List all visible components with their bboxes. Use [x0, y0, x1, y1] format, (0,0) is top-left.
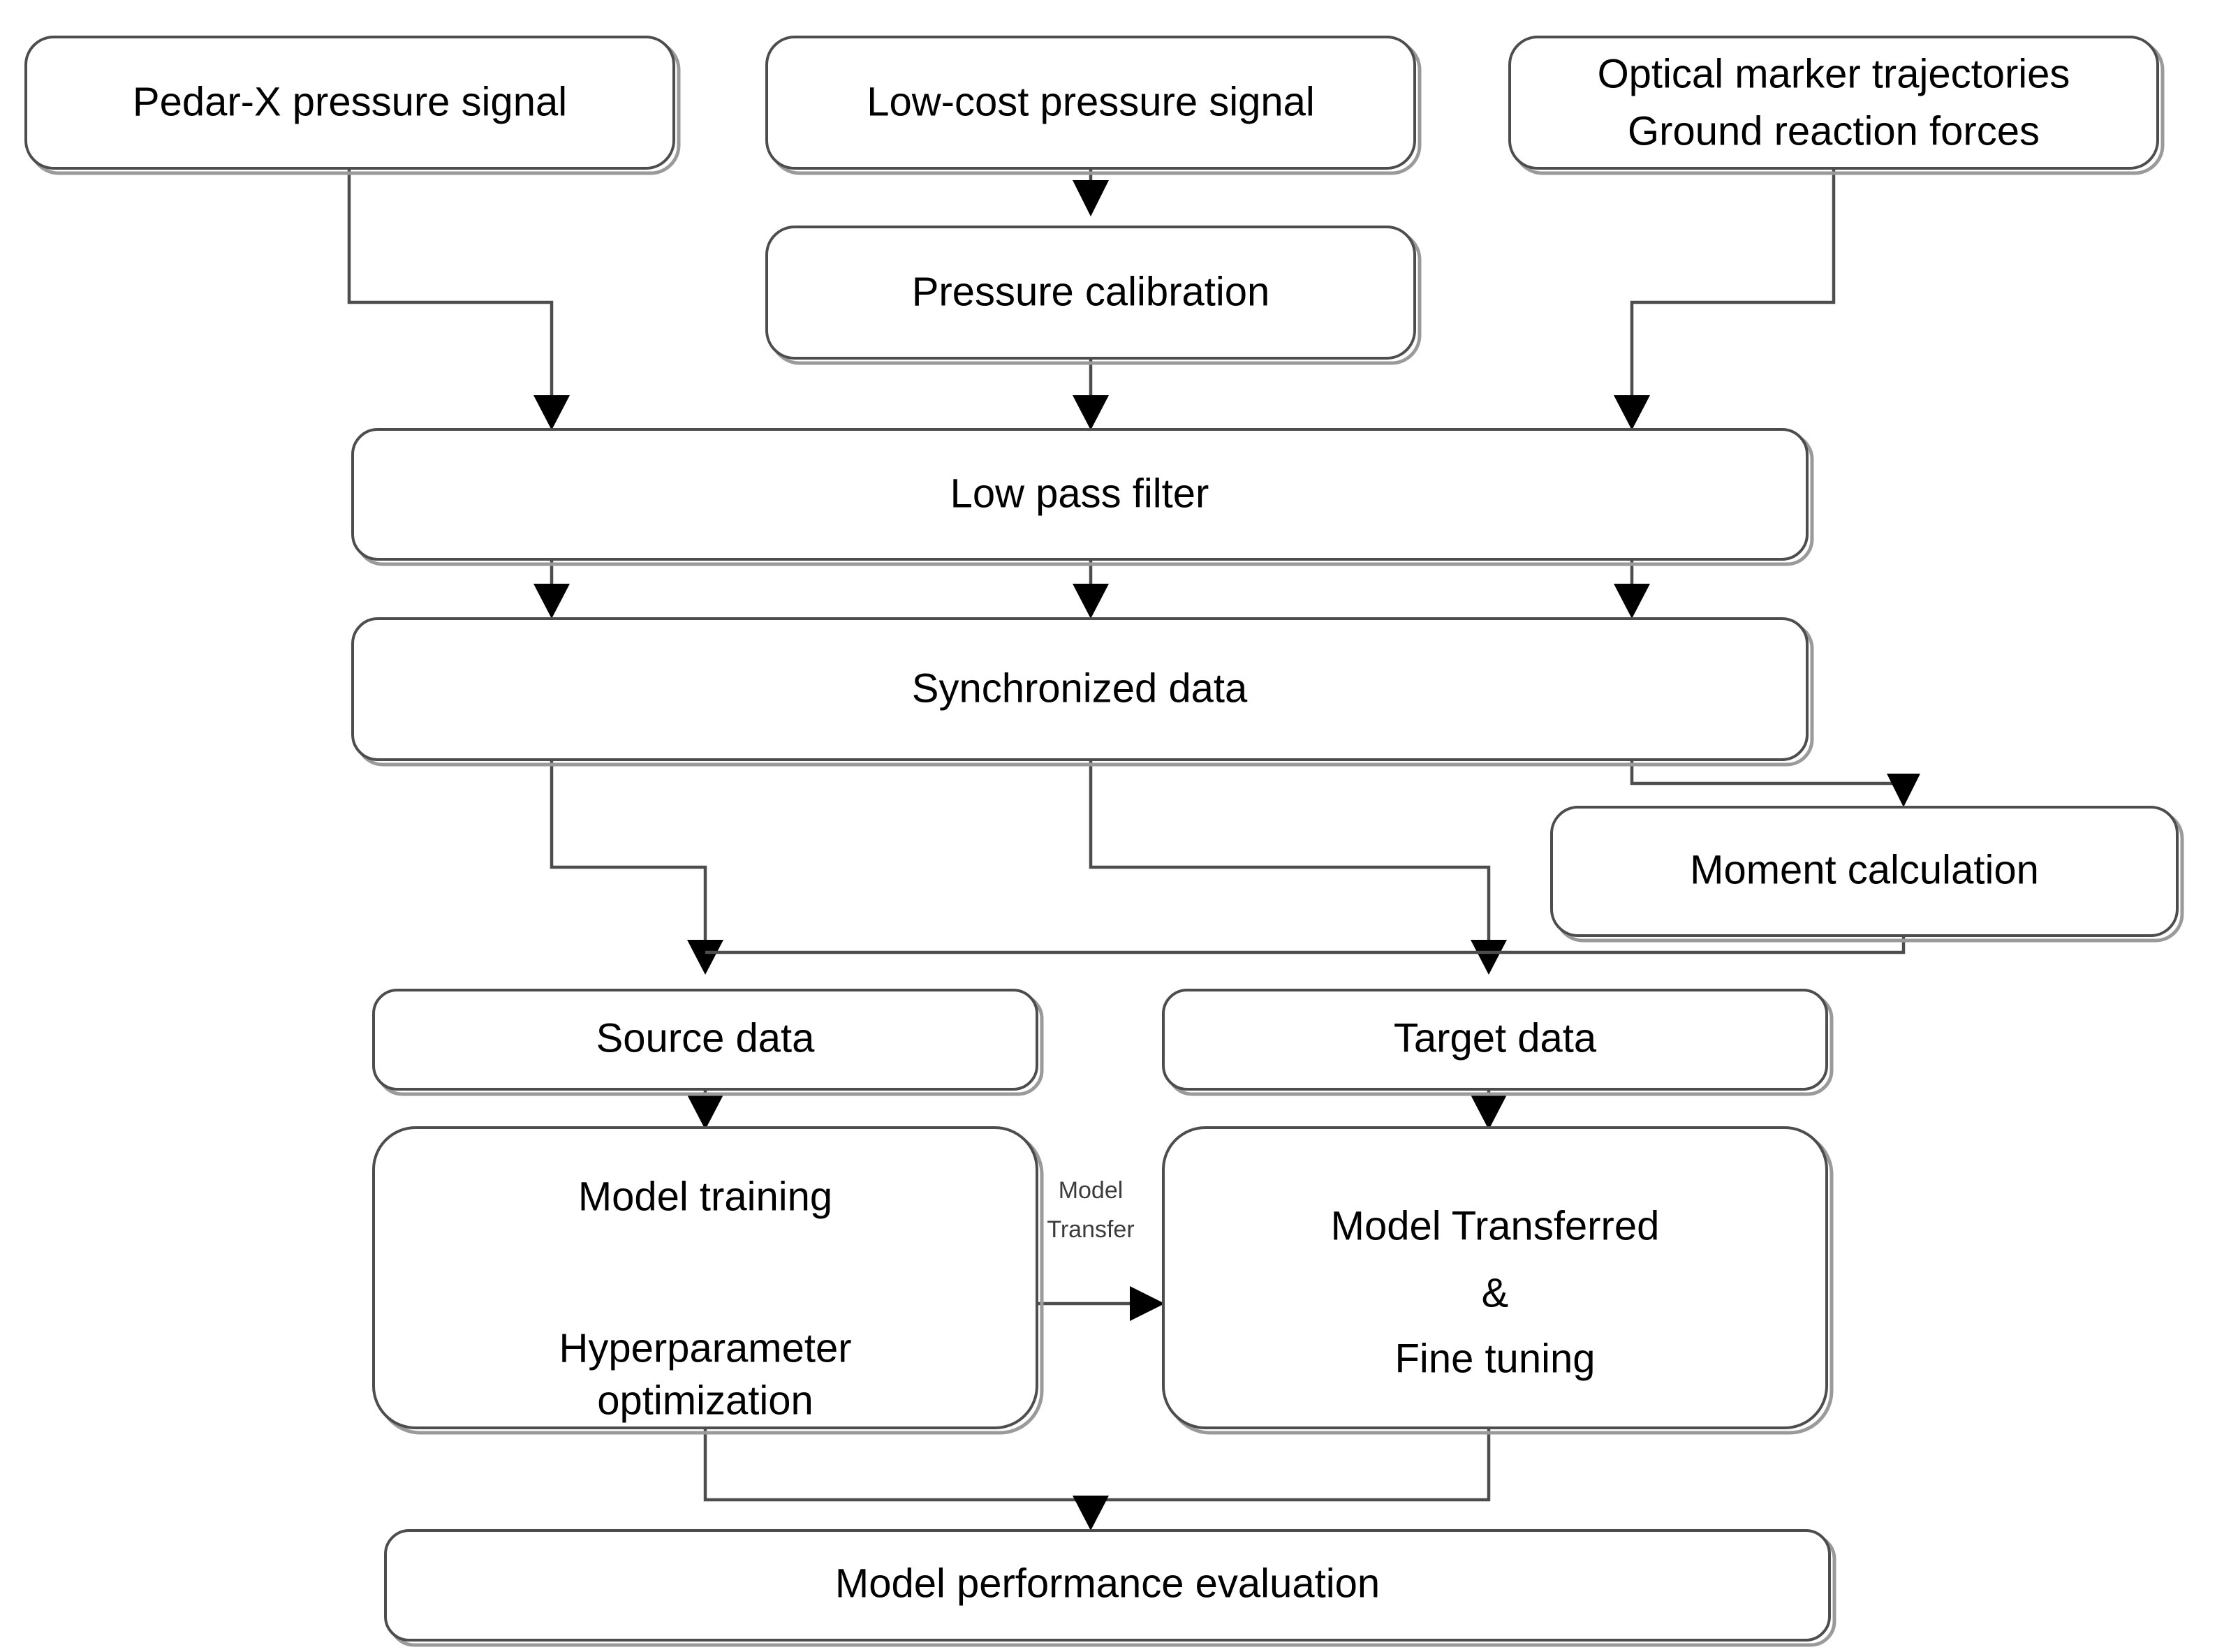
node-outline	[384, 1529, 1831, 1642]
node-label-hyperparameter: Hyperparameter	[559, 1325, 851, 1371]
edge-calibration-to-lowpass	[1073, 357, 1109, 430]
edge-moment-to-target	[705, 936, 1906, 954]
edge-transferred-to-evaluation	[1091, 1428, 1491, 1502]
node-target-data[interactable]: Target data	[1162, 989, 1834, 1096]
node-outline	[1162, 989, 1828, 1091]
node-label-optical-line1: Optical marker trajectories	[1598, 51, 2070, 96]
node-outline	[372, 989, 1038, 1091]
node-label-fine-tuning: Fine tuning	[1395, 1336, 1596, 1381]
node-pressure-calibration[interactable]: Pressure calibration	[765, 226, 1422, 365]
node-label-low-cost: Low-cost pressure signal	[867, 79, 1315, 124]
node-label-pressure-calibration: Pressure calibration	[912, 269, 1270, 314]
edge-label-model-transfer-line1: Model	[1059, 1177, 1124, 1204]
node-outline	[765, 36, 1416, 170]
node-outline	[24, 36, 675, 170]
edge-label-model-transfer-line2: Transfer	[1047, 1216, 1134, 1243]
node-moment-calculation[interactable]: Moment calculation	[1550, 806, 2184, 943]
node-outline	[1550, 806, 2179, 937]
edge-lowpass-to-sync-right	[1614, 559, 1650, 619]
edge-lowpass-to-sync-center	[1073, 559, 1109, 619]
edge-pedarx-to-lowpass	[347, 168, 570, 430]
node-label-synchronized-data: Synchronized data	[912, 665, 1248, 711]
edge-label-model-transfer: Model Transfer	[1047, 1177, 1134, 1243]
node-label-optical-line2: Ground reaction forces	[1628, 108, 2040, 154]
node-low-pass-filter[interactable]: Low pass filter	[351, 428, 1814, 566]
node-label-low-pass-filter: Low pass filter	[950, 471, 1209, 516]
node-outline	[372, 1126, 1038, 1429]
node-outline	[1162, 1126, 1828, 1429]
node-label-optimization: optimization	[597, 1378, 813, 1423]
node-model-training[interactable]: Model training Hyperparameter optimizati…	[372, 1126, 1044, 1435]
node-label-target-data: Target data	[1394, 1015, 1597, 1061]
node-label-model-evaluation: Model performance evaluation	[835, 1561, 1380, 1606]
node-low-cost-pressure-signal[interactable]: Low-cost pressure signal	[765, 36, 1422, 175]
node-model-transferred-fine-tuning[interactable]: Model Transferred & Fine tuning	[1162, 1126, 1834, 1435]
node-label-model-transferred: Model Transferred	[1331, 1203, 1660, 1248]
edge-sync-to-source	[550, 761, 723, 975]
edge-sync-to-moment	[1630, 761, 1920, 807]
edge-optical-to-lowpass	[1614, 168, 1836, 430]
edge-merge-to-evaluation	[1073, 1496, 1109, 1531]
node-optical-marker-ground-reaction[interactable]: Optical marker trajectories Ground react…	[1508, 36, 2165, 175]
node-source-data[interactable]: Source data	[372, 989, 1044, 1096]
node-model-performance-evaluation[interactable]: Model performance evaluation	[384, 1529, 1836, 1647]
edge-sync-to-target	[1089, 761, 1507, 975]
node-synchronized-data[interactable]: Synchronized data	[351, 617, 1814, 767]
edge-training-to-evaluation	[703, 1428, 1091, 1502]
node-label-source-data: Source data	[596, 1015, 816, 1061]
node-label-ampersand: &	[1482, 1270, 1509, 1315]
edge-training-to-transferred	[1023, 1286, 1165, 1321]
node-outline	[351, 428, 1809, 561]
node-label-model-training: Model training	[578, 1174, 832, 1219]
node-outline	[351, 617, 1809, 761]
node-pedar-x-pressure-signal[interactable]: Pedar-X pressure signal	[24, 36, 681, 175]
node-outline	[765, 226, 1416, 360]
node-label-pedar-x: Pedar-X pressure signal	[133, 79, 567, 124]
edge-lowpass-to-sync-left	[533, 559, 570, 619]
node-label-moment-calculation: Moment calculation	[1690, 847, 2039, 892]
node-outline	[1508, 36, 2159, 170]
